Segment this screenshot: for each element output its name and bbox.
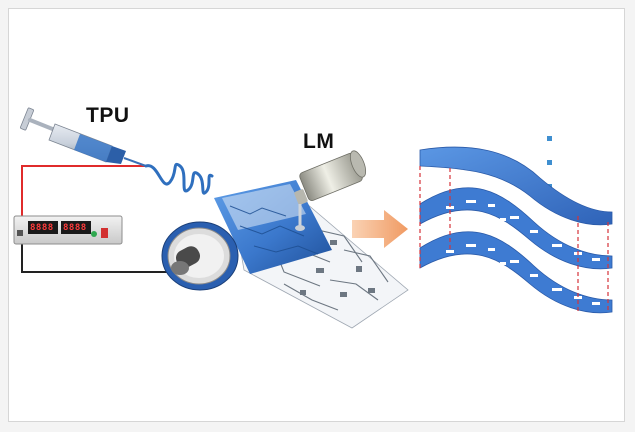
power-supply <box>13 215 123 245</box>
power-display-right: 8888 <box>63 223 87 233</box>
stacked-layers <box>419 146 613 314</box>
tpu-fiber <box>144 163 214 195</box>
syringe-icon <box>19 107 147 167</box>
tpu-label: TPU <box>86 104 130 127</box>
lm-label: LM <box>303 130 335 153</box>
process-arrow-icon <box>352 210 408 248</box>
power-switch <box>101 228 108 238</box>
red-wire <box>21 165 150 216</box>
liquid-metal-nozzle-icon <box>294 150 367 231</box>
continuation-dots <box>547 136 552 189</box>
power-display-left: 8888 <box>30 223 54 233</box>
indicator-light <box>91 231 97 237</box>
black-wire <box>21 242 185 273</box>
layer-guides <box>419 166 609 314</box>
